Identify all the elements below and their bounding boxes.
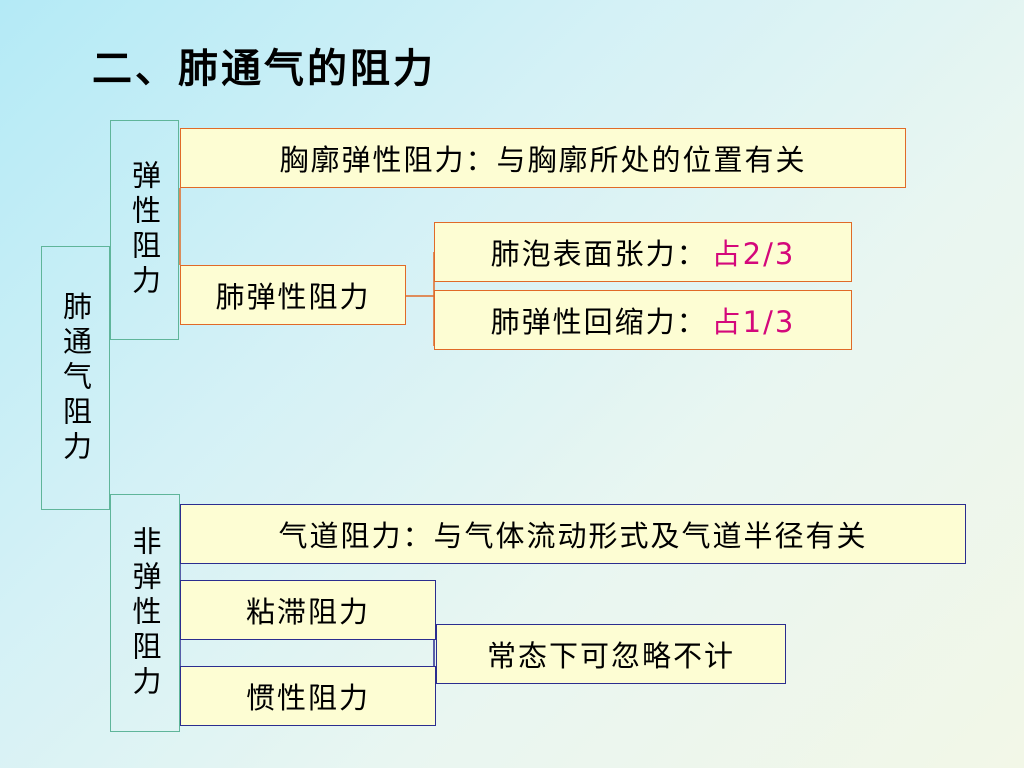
lung-elastic-box: 肺弹性阻力 xyxy=(180,265,406,325)
inertial-resistance-box: 惯性阻力 xyxy=(180,666,436,726)
recoil-label: 肺弹性回缩力： xyxy=(490,305,708,339)
elastic-resistance-box: 弹性阻力 xyxy=(110,120,179,340)
surface-tension-label: 肺泡表面张力： xyxy=(490,237,708,271)
recoil-share: 占1/3 xyxy=(711,305,796,339)
surface-tension-share: 占2/3 xyxy=(711,237,796,271)
non-elastic-resistance-box: 非弹性阻力 xyxy=(110,494,180,732)
viscous-resistance-box: 粘滞阻力 xyxy=(180,580,436,640)
page-title: 二、肺通气的阻力 xyxy=(92,45,436,92)
recoil-box: 肺弹性回缩力：占1/3 xyxy=(434,290,852,350)
chest-wall-elastic-box: 胸廓弹性阻力：与胸廓所处的位置有关 xyxy=(180,128,906,188)
negligible-note-box: 常态下可忽略不计 xyxy=(436,624,786,684)
root-box: 肺通气阻力 xyxy=(41,246,110,510)
airway-resistance-box: 气道阻力：与气体流动形式及气道半径有关 xyxy=(180,504,966,564)
surface-tension-box: 肺泡表面张力：占2/3 xyxy=(434,222,852,282)
